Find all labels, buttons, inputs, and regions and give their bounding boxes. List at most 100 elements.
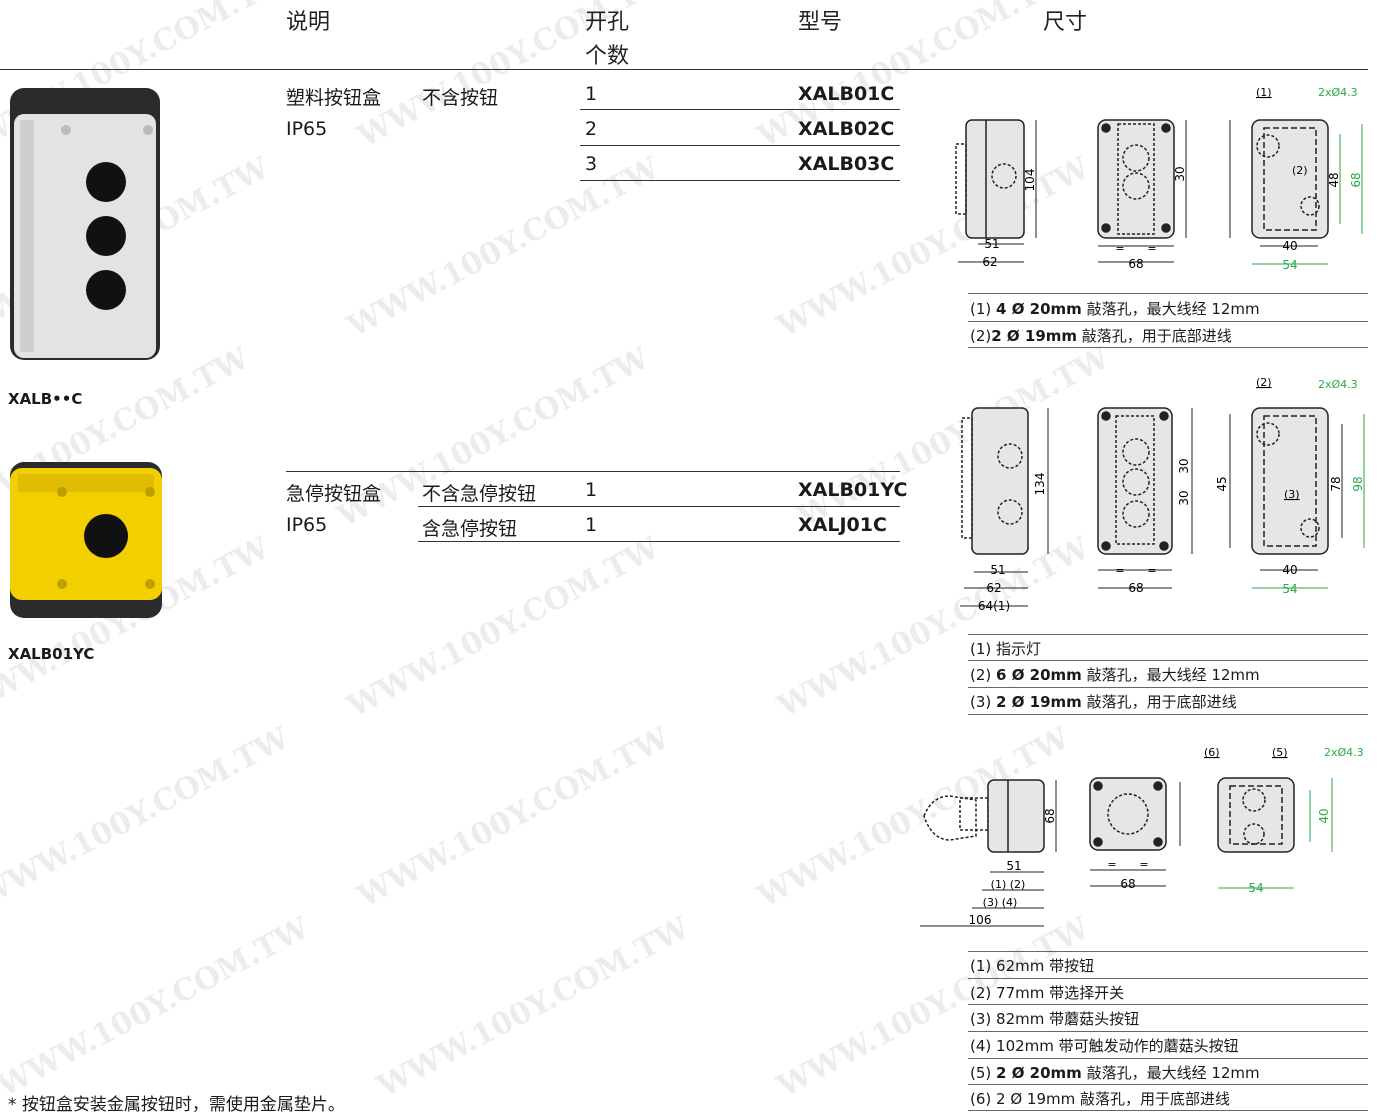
dim-callout: (2) (1292, 164, 1308, 177)
dim-label: 30 (1177, 458, 1191, 473)
section3-note-1: (1) 62mm 带按钮 (970, 957, 1095, 975)
note-rule (968, 634, 1368, 635)
dim-label: 64(1) (978, 599, 1010, 613)
dim-label: 51 (1006, 859, 1021, 873)
dim-label: 30 (1177, 490, 1191, 505)
watermark-text: WWW.100Y.COM.TW (352, 720, 676, 915)
section1-row2-model: XALB02C (798, 118, 895, 140)
section1-row3-model: XALB03C (798, 153, 895, 175)
dim-label: 106 (969, 913, 992, 927)
section1-row1-model: XALB01C (798, 83, 895, 105)
image-label-xalb01yc: XALB01YC (8, 645, 95, 663)
section1-row3-holes: 3 (585, 153, 598, 175)
note-rule (968, 1004, 1368, 1005)
dim-label: 68 (1128, 257, 1143, 271)
watermark-text: WWW.100Y.COM.TW (372, 910, 696, 1105)
dim-label: 68 (1128, 581, 1143, 595)
section1-note-1: (1) 4 Ø 20mm 敲落孔，最大线经 12mm (970, 300, 1260, 318)
dim-callout: 2xØ4.3 (1318, 86, 1358, 99)
dim-label: 45 (1215, 476, 1229, 491)
note-rule (968, 1031, 1368, 1032)
header-dimensions: 尺寸 (1043, 10, 1088, 35)
section2-row2-sub: 含急停按钮 (422, 518, 518, 540)
note-rule (968, 1058, 1368, 1059)
section3-note-6: (6) 2 Ø 19mm 敲落孔，用于底部进线 (970, 1090, 1230, 1108)
header-holes-line1: 开孔 (585, 10, 630, 35)
watermark-text: WWW.100Y.COM.TW (0, 910, 316, 1105)
dim-callout: (3) (1284, 488, 1300, 501)
dim-eq: = (1147, 242, 1156, 255)
section1-note-2: (2)2 Ø 19mm 敲落孔，用于底部进线 (970, 327, 1232, 345)
section2-note-3: (3) 2 Ø 19mm 敲落孔，用于底部进线 (970, 693, 1237, 711)
dim-label: 134 (1033, 473, 1047, 496)
dim-label: 62 (982, 255, 997, 269)
section2-desc: 急停按钮盒 (286, 483, 382, 505)
section2-row1-holes: 1 (585, 479, 598, 501)
dimension-drawing-section3: 68 51 (1) (2) (3) (4) 106 68 = = 40 54 (… (920, 746, 1364, 927)
dim-label: 30 (1173, 166, 1187, 181)
product-image-xalb-c (10, 88, 160, 360)
dim-label: 48 (1327, 172, 1341, 187)
dim-eq: = (1147, 564, 1156, 577)
watermark-text: WWW.100Y.COM.TW (342, 530, 666, 725)
dim-callout: (5) (1272, 746, 1288, 759)
section2-note-1: (1) 指示灯 (970, 640, 1042, 658)
note-rule (968, 347, 1368, 348)
row-rule (580, 180, 900, 181)
section3-note-4: (4) 102mm 带可触发动作的蘑菇头按钮 (970, 1037, 1239, 1055)
section1-row2-holes: 2 (585, 118, 598, 140)
dim-label: 68 (1043, 808, 1057, 823)
dim-label: 54 (1282, 258, 1297, 272)
row-rule (418, 506, 900, 507)
dim-label: 51 (984, 237, 999, 251)
row-rule (286, 471, 900, 472)
note-rule (968, 321, 1368, 322)
section3-note-2: (2) 77mm 带选择开关 (970, 984, 1125, 1002)
section1-desc-sub: 不含按钮 (422, 87, 499, 109)
section3-note-5: (5) 2 Ø 20mm 敲落孔，最大线经 12mm (970, 1064, 1260, 1082)
row-rule (418, 541, 900, 542)
dim-label: 78 (1329, 476, 1343, 491)
row-rule (580, 145, 900, 146)
section1-row1-holes: 1 (585, 83, 598, 105)
note-rule (968, 978, 1368, 979)
watermark-text: WWW.100Y.COM.TW (0, 720, 296, 915)
header-rule (0, 69, 1368, 70)
dim-label: (1) (2) (991, 878, 1026, 891)
section2-ip: IP65 (286, 514, 328, 536)
footnote: * 按钮盒安装金属按钮时，需使用金属垫片。 (8, 1095, 345, 1115)
dim-label: 51 (990, 563, 1005, 577)
note-rule (968, 951, 1368, 952)
image-label-xalb-c: XALB••C (8, 390, 83, 408)
dim-callout: (2) (1256, 376, 1272, 389)
dim-label: 104 (1023, 169, 1037, 192)
section2-row2-model: XALJ01C (798, 514, 887, 536)
header-holes-line2: 个数 (585, 44, 630, 69)
dim-label: 54 (1248, 881, 1263, 895)
section3-note-3: (3) 82mm 带蘑菇头按钮 (970, 1010, 1140, 1028)
dim-label: 98 (1351, 476, 1365, 491)
dim-label: 62 (986, 581, 1001, 595)
dim-callout: (1) (1256, 86, 1272, 99)
dim-label: 68 (1349, 172, 1363, 187)
note-rule (968, 714, 1368, 715)
dim-label: 68 (1120, 877, 1135, 891)
note-rule (968, 293, 1368, 294)
dim-label: 40 (1282, 239, 1297, 253)
dim-eq: = (1115, 242, 1124, 255)
section1-desc: 塑料按钮盒 (286, 87, 382, 109)
section2-row1-sub: 不含急停按钮 (422, 483, 537, 505)
dim-label: (3) (4) (983, 896, 1018, 909)
dim-eq: = (1107, 858, 1116, 871)
dim-label: 40 (1282, 563, 1297, 577)
dimension-drawing-section2: 134 51 62 64(1) 30 30 68 = = 45 78 98 40… (960, 376, 1365, 613)
dim-callout: 2xØ4.3 (1318, 378, 1358, 391)
dimension-drawing-section1: 104 51 62 30 68 = = 48 68 40 54 (1) (2) … (955, 86, 1363, 272)
section1-ip: IP65 (286, 118, 328, 140)
row-rule (580, 109, 900, 110)
note-rule (968, 660, 1368, 661)
note-rule (968, 1084, 1368, 1085)
note-rule (968, 687, 1368, 688)
dim-callout: (6) (1204, 746, 1220, 759)
dim-label: 40 (1317, 808, 1331, 823)
